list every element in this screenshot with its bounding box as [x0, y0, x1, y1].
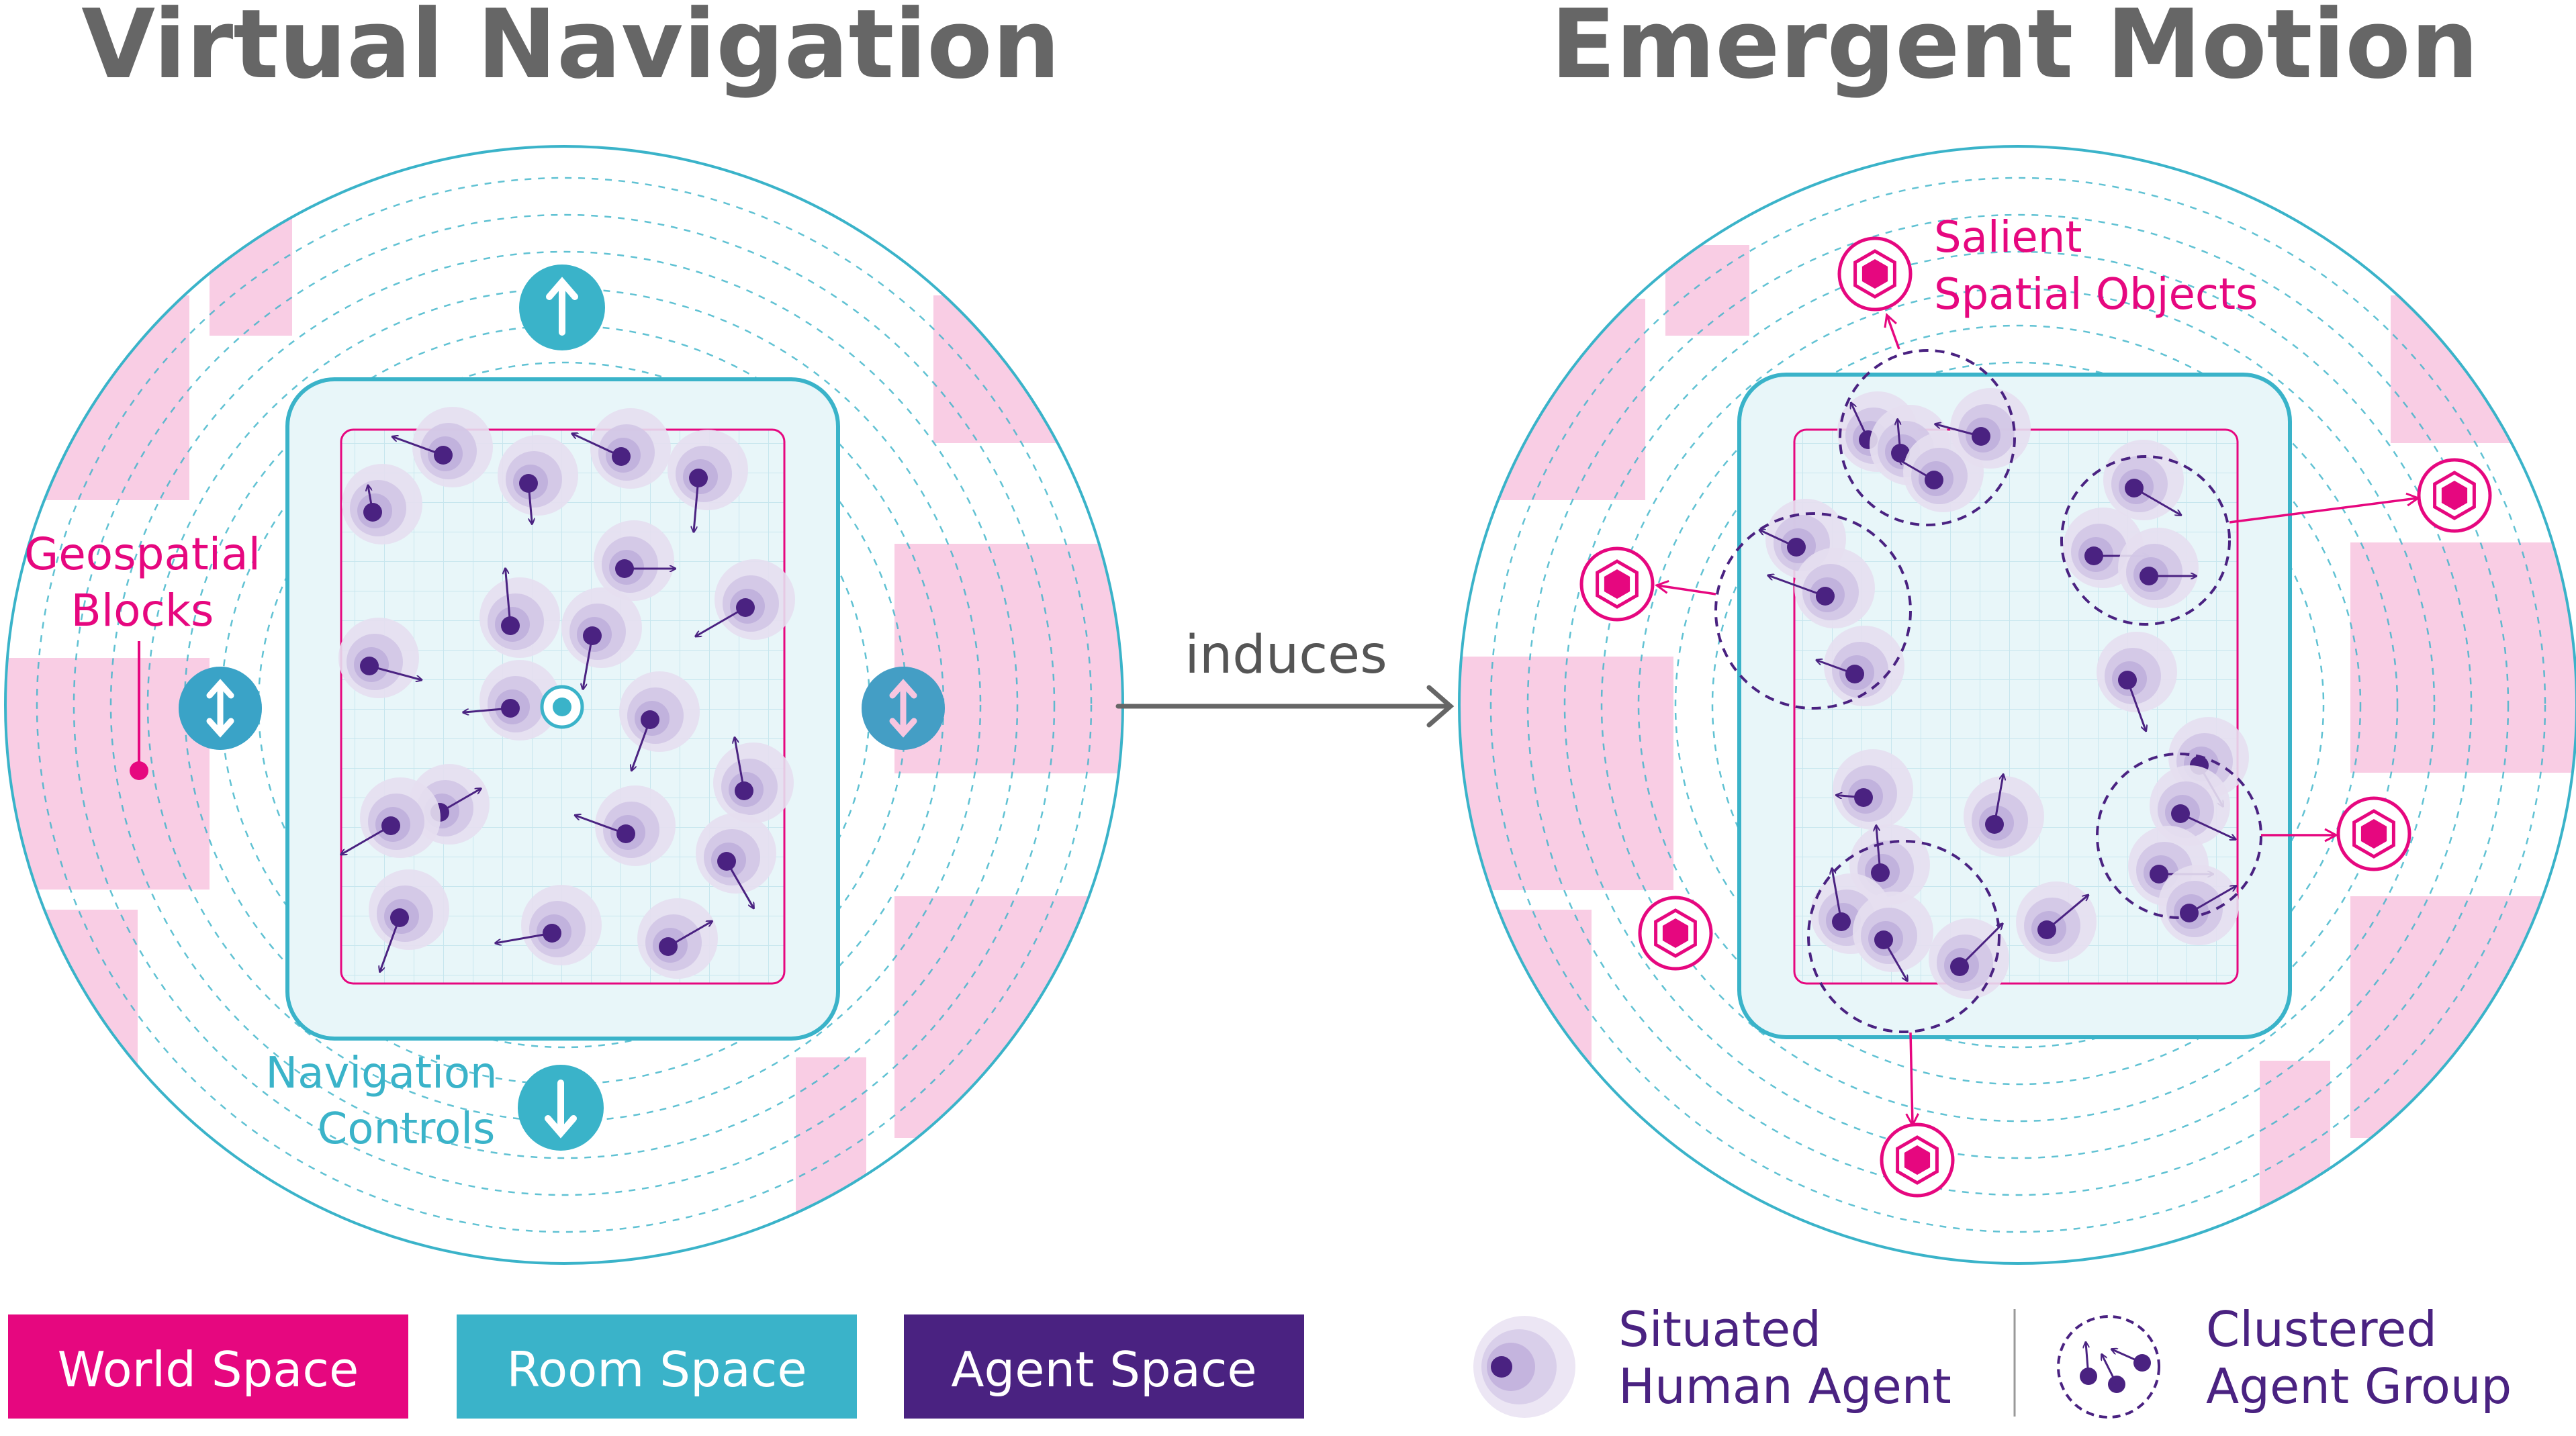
- arrow-up-icon: [546, 277, 578, 336]
- legend-agent-space-label: Agent Space: [951, 1341, 1256, 1398]
- nav-left-button[interactable]: [179, 667, 262, 750]
- cluster-bottom: [1807, 840, 2000, 1033]
- induces-label: induces: [1185, 625, 1387, 685]
- geospatial-pointer-dot: [130, 761, 148, 780]
- nav-up-button[interactable]: [519, 265, 605, 350]
- right-title: Emergent Motion: [1551, 0, 2479, 100]
- situated-agent: [2097, 632, 2177, 730]
- arrow-down-icon: [545, 1080, 577, 1139]
- salient-label-2: Spatial Objects: [1934, 270, 2258, 320]
- legend-world-space-label: World Space: [58, 1341, 359, 1398]
- geospatial-label-1: Geospatial: [24, 528, 261, 580]
- situated-agent: [637, 898, 718, 979]
- legend-room-space: Room Space: [457, 1314, 857, 1419]
- left-title: Virtual Navigation: [81, 0, 1060, 100]
- situated-agent: [369, 869, 449, 971]
- situated-agent: [338, 618, 421, 698]
- situated-agent: [498, 435, 578, 524]
- situated-agent: [594, 520, 675, 601]
- situated-agent: [561, 587, 642, 689]
- situated-agent: [572, 408, 671, 489]
- situated-agent: [1929, 918, 2009, 999]
- situated-agent: [696, 813, 776, 908]
- salient-objects: [1579, 236, 2492, 1198]
- situated-agent: [463, 660, 560, 740]
- situated-agent: [713, 738, 794, 823]
- legend-clustered-line2: Agent Group: [2206, 1358, 2512, 1415]
- situated-agent: [2118, 528, 2199, 608]
- navigation-label-2: Controls: [318, 1104, 496, 1154]
- cluster-upper-right: [2060, 455, 2231, 626]
- agents-left: [338, 407, 795, 979]
- situated-agent: [1768, 548, 1875, 628]
- nav-down-button[interactable]: [518, 1065, 604, 1151]
- legend-cluster-icon: [2057, 1315, 2160, 1419]
- vertical-double-arrow-icon: [889, 679, 917, 738]
- situated-agent: [2103, 440, 2184, 520]
- situated-agent: [696, 559, 795, 640]
- cluster-left: [1714, 512, 1912, 710]
- situated-agent: [619, 671, 700, 770]
- cluster-top: [1839, 349, 2016, 526]
- induces-arrow: [1115, 685, 1455, 728]
- agents-right: [1760, 388, 2249, 999]
- situated-agent: [393, 407, 493, 487]
- legend-agent-space: Agent Space: [904, 1314, 1304, 1419]
- vertical-double-arrow-icon: [206, 679, 234, 738]
- hexagon-target-icon: [1579, 546, 1655, 622]
- situated-agent: [2150, 765, 2236, 846]
- situated-agent: [342, 464, 422, 544]
- salient-connectors: [1657, 316, 2418, 1124]
- situated-agent: [479, 569, 560, 658]
- geospatial-label-2: Blocks: [71, 585, 214, 636]
- orbit-rings-right: [1489, 177, 2546, 1233]
- situated-agent: [1853, 892, 1933, 981]
- legend-room-space-label: Room Space: [506, 1341, 807, 1398]
- situated-agent: [2016, 881, 2097, 962]
- salient-label-1: Salient: [1934, 213, 2082, 262]
- situated-agent: [1964, 775, 2044, 857]
- nav-right-button[interactable]: [862, 667, 945, 750]
- situated-agent: [1817, 626, 1904, 706]
- legend-situated-line1: Situated: [1618, 1301, 1821, 1357]
- hexagon-target-icon: [2417, 458, 2492, 533]
- situated-agent: [668, 430, 748, 532]
- situated-agent: [1833, 749, 1913, 830]
- user-agent-marker: [540, 685, 584, 729]
- hexagon-target-icon: [2336, 796, 2411, 871]
- situated-agent: [496, 885, 602, 965]
- navigation-label-1: Navigation: [265, 1049, 497, 1098]
- situated-agent: [576, 785, 676, 866]
- legend-clustered-line1: Clustered: [2206, 1301, 2437, 1357]
- situated-agent: [341, 777, 441, 858]
- legend-situated-line2: Human Agent: [1618, 1358, 1951, 1415]
- legend-world-space: World Space: [8, 1314, 408, 1419]
- legend-situated-agent-icon: [1473, 1316, 1575, 1418]
- hexagon-target-icon: [1880, 1122, 1955, 1198]
- hexagon-target-icon: [1638, 896, 1713, 971]
- situated-agent: [2158, 865, 2239, 945]
- hexagon-target-icon: [1837, 236, 1913, 312]
